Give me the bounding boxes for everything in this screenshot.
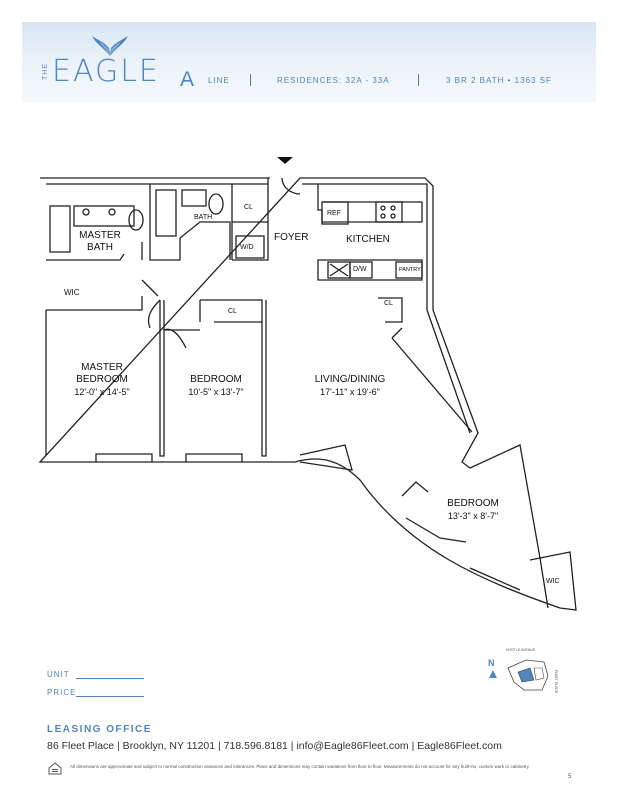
header-banner: THE EAGLE A LINE RESIDENCES: 32A - 33A 3… [22,22,596,102]
line-letter: A [180,68,195,91]
bedroom2-label: BEDROOM 13'-3" x 8'-7" [428,498,518,523]
north-label: N [488,658,495,668]
kitchen-label: KITCHEN [346,234,390,245]
unit-label: UNIT [47,670,70,679]
bedroom-text: BEDROOM [190,374,242,385]
equal-housing-icon [48,762,62,775]
eagle-logo: THE EAGLE [36,34,176,100]
bedroom-dim: 10'-5" x 13'-7" [188,387,244,397]
street-top-label: MYRTLE AVENUE [506,648,536,652]
key-plan: N MYRTLE AVENUE FLEET PLACE [486,648,566,698]
living-dining-text: LIVING/DINING [314,374,386,385]
master-bedroom-dim: 12'-0" x 14'-5" [74,387,130,397]
master-bath-label: MASTER BATH [72,230,128,254]
north-arrow-icon [489,670,497,678]
price-field[interactable] [76,696,144,697]
entry-arrow-icon [277,157,293,164]
master-wic-label: WIC [64,288,80,297]
foyer-label: FOYER [274,232,309,243]
eagle-wing-icon [92,36,128,56]
bedroom2-text: BEDROOM [447,498,499,509]
dishwasher-label: D/W [353,266,367,273]
logo-the-text: THE [42,63,49,80]
washer-dryer-label: W/D [240,244,254,251]
leasing-office-contact: 86 Fleet Place | Brooklyn, NY 11201 | 71… [47,740,502,752]
bedroom-closet-label: CL [228,308,237,315]
price-label: PRICE [47,688,77,697]
unit-summary-text: 3 BR 2 BATH • 1363 SF [446,76,552,85]
residences-text: RESIDENCES: 32A - 33A [277,76,390,85]
bath-label: BATH [194,214,213,221]
logo-eagle-text: EAGLE [52,54,160,89]
line-word: LINE [208,76,230,85]
master-bedroom-label: MASTER BEDROOM 12'-0" x 14'-5" [62,362,142,399]
kitchen-closet-label: CL [384,300,393,307]
leasing-office-title: LEASING OFFICE [47,724,152,735]
living-dining-label: LIVING/DINING 17'-11" x 19'-6" [300,374,400,399]
closet-label: CL [244,204,253,211]
page-number: 5 [568,774,572,780]
bedroom2-dim: 13'-3" x 8'-7" [447,511,499,521]
ref-label: REF [327,210,341,217]
disclaimer-text: All dimensions are approximate and subje… [70,764,530,769]
master-bedroom-text: MASTER BEDROOM [76,362,128,385]
key-plan-map [507,659,549,691]
floor-plan-drawing [38,157,577,611]
pantry-label: PANTRY [399,267,421,273]
unit-field[interactable] [76,678,144,679]
bedroom-label: BEDROOM 10'-5" x 13'-7" [174,374,258,399]
header-divider [250,74,251,86]
header-divider [418,74,419,86]
bedroom2-wic-label: WIC [546,578,560,585]
living-dining-dim: 17'-11" x 19'-6" [320,387,380,397]
master-bath-text: MASTER BATH [79,230,121,253]
street-side-label: FLEET PLACE [554,670,558,694]
